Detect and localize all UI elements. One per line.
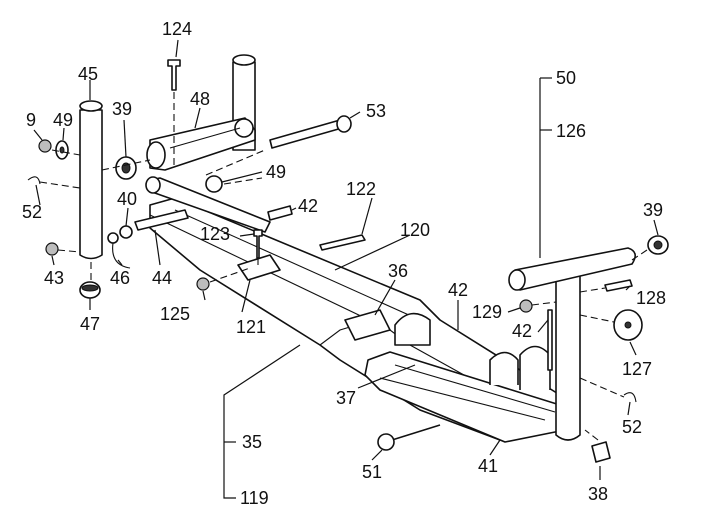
callout-35: 35 (242, 432, 262, 452)
callout-41: 41 (478, 456, 498, 476)
callout-44: 44 (152, 268, 172, 288)
callout-126: 126 (556, 121, 586, 141)
clip-52-right (623, 392, 637, 403)
callout-45: 45 (78, 64, 98, 84)
u-bolts (489, 345, 551, 390)
callout-39-left: 39 (112, 99, 132, 119)
pin-53 (269, 115, 352, 149)
callout-51: 51 (362, 462, 382, 482)
seat-post-50 (508, 247, 636, 441)
callout-52-left: 52 (22, 202, 42, 222)
callout-42-lower: 42 (512, 321, 532, 341)
bolt-128 (604, 279, 633, 292)
crossbar-48 (146, 117, 256, 171)
callout-48: 48 (190, 89, 210, 109)
bracket-121 (237, 254, 281, 281)
nut-9 (38, 139, 52, 153)
callout-37: 37 (336, 388, 356, 408)
callout-127: 127 (622, 359, 652, 379)
washer-49-center (205, 175, 223, 193)
callout-42-mid: 42 (448, 280, 468, 300)
knob-40 (119, 225, 133, 239)
callout-36: 36 (388, 261, 408, 281)
callout-49-left: 49 (53, 110, 73, 130)
pin-51 (377, 424, 441, 451)
pin-44 (134, 209, 189, 231)
callout-47: 47 (80, 314, 100, 334)
assembly-lines (39, 92, 651, 441)
callout-52-right: 52 (622, 417, 642, 437)
callout-122: 122 (346, 179, 376, 199)
cap-39-right (647, 235, 669, 255)
nut-125 (196, 277, 210, 291)
endcap-38 (591, 441, 611, 463)
knob-127 (613, 309, 643, 341)
clip-52-left (27, 176, 41, 185)
callout-124: 124 (162, 19, 192, 39)
cap-47 (79, 281, 101, 299)
upper-tube (145, 176, 271, 233)
nut-129 (519, 299, 533, 313)
callout-39-right: 39 (643, 200, 663, 220)
callout-46: 46 (110, 268, 130, 288)
callout-43: 43 (44, 268, 64, 288)
callout-123: 123 (200, 224, 230, 244)
callout-53: 53 (366, 101, 386, 121)
bolt-42-upper (267, 205, 293, 221)
callout-42-upper: 42 (298, 196, 318, 216)
callout-40: 40 (117, 189, 137, 209)
lower-rail (364, 351, 566, 443)
callout-labels: 124 45 48 53 50 126 9 49 39 49 52 40 122… (22, 19, 666, 508)
callout-50: 50 (556, 68, 576, 88)
callout-9: 9 (26, 110, 36, 130)
callout-121: 121 (236, 317, 266, 337)
leader-lines (33, 39, 659, 499)
nut-43 (45, 242, 59, 256)
pin-42-vertical (547, 309, 553, 371)
callout-38: 38 (588, 484, 608, 504)
washer-49-left (55, 140, 69, 160)
callout-129: 129 (472, 302, 502, 322)
knob-46 (107, 232, 131, 269)
bracket-36 (344, 309, 431, 346)
cap-39-left (115, 156, 137, 180)
callout-119: 119 (240, 488, 269, 508)
bolt-124 (167, 59, 181, 91)
post-45 (79, 100, 103, 260)
callout-128: 128 (636, 288, 666, 308)
callout-49-center: 49 (266, 162, 286, 182)
callout-120: 120 (400, 220, 430, 240)
callout-125: 125 (160, 304, 190, 324)
bolt-122 (319, 234, 366, 251)
